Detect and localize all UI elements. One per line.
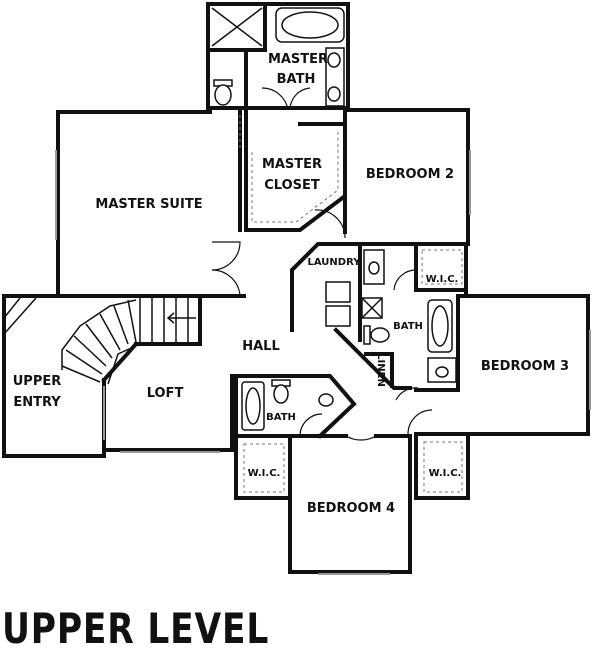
wic-label-right: W.I.C. <box>429 468 462 479</box>
upper-entry <box>2 294 246 458</box>
hall-label: HALL <box>242 339 280 354</box>
bath-lower <box>234 374 357 439</box>
upper-entry-label-2: ENTRY <box>13 395 61 410</box>
level-title: UPPER LEVEL <box>2 604 270 653</box>
bath-center-label: BATH <box>393 321 423 332</box>
floor-plan: MASTER BATH MASTER CLOSET MASTER SUITE B… <box>2 2 591 575</box>
master-closet <box>244 108 347 239</box>
wic-bedroom-3 <box>414 432 470 500</box>
linen-label: LINEN <box>375 353 386 387</box>
wic-label-top: W.I.C. <box>426 274 459 285</box>
laundry-bath-block <box>290 242 468 401</box>
bath-lower-label: BATH <box>266 412 296 423</box>
master-closet-label-2: CLOSET <box>264 178 320 193</box>
bedroom-4-label: BEDROOM 4 <box>307 501 395 516</box>
master-bath-label-1: MASTER <box>268 52 328 67</box>
loft-hall <box>102 294 242 453</box>
loft-label: LOFT <box>147 386 184 401</box>
wic-bedroom-4 <box>234 434 292 500</box>
master-bath-label-2: BATH <box>277 72 316 87</box>
master-bath <box>206 2 350 111</box>
bedroom-2-label: BEDROOM 2 <box>366 167 454 182</box>
bedroom-2 <box>343 108 471 246</box>
upper-entry-label-1: UPPER <box>13 374 62 389</box>
wic-label-left: W.I.C. <box>248 468 281 479</box>
bedroom-3 <box>407 294 591 436</box>
master-closet-label-1: MASTER <box>262 157 322 172</box>
master-suite-label: MASTER SUITE <box>95 197 202 212</box>
laundry-label: LAUNDRY <box>308 257 362 268</box>
bedroom-3-label: BEDROOM 3 <box>481 359 569 374</box>
